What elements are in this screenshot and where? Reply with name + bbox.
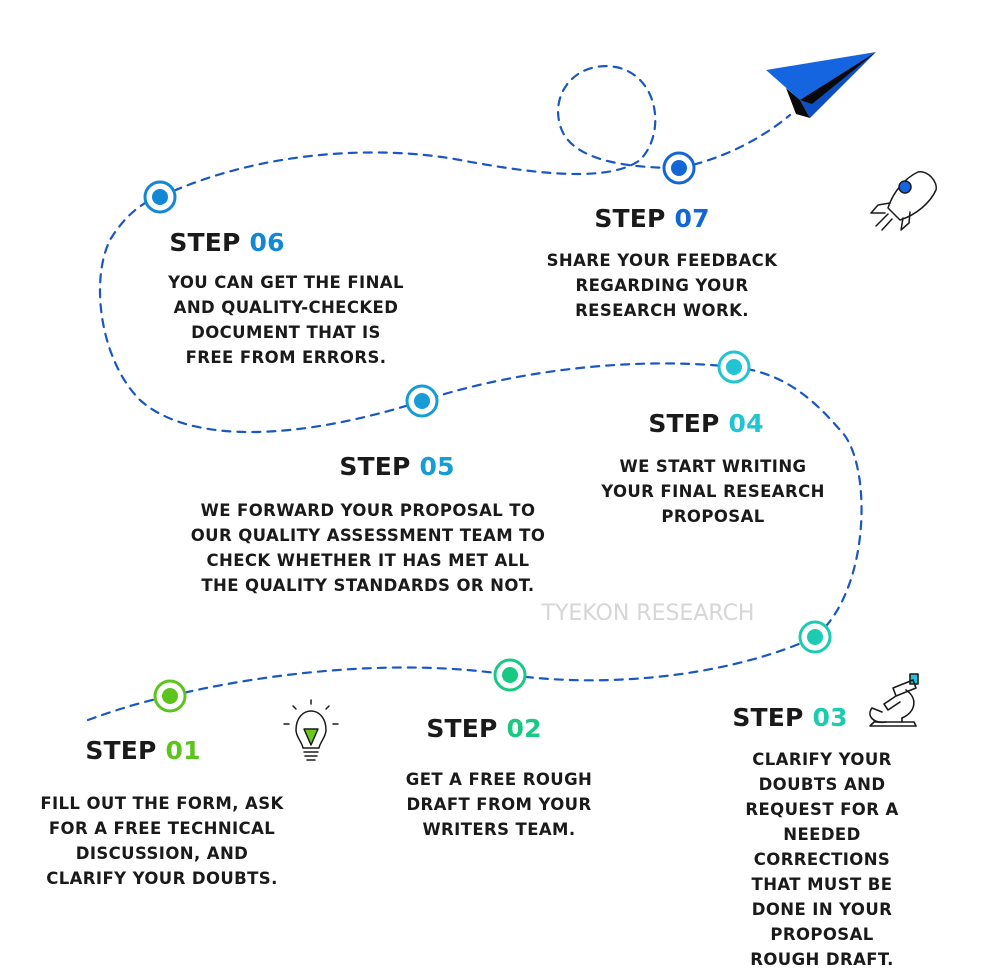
step-03-word: STEP (732, 703, 804, 732)
step-03-number: 03 (812, 703, 848, 732)
step-07-word: STEP (594, 204, 666, 233)
step-01-description: FILL OUT THE FORM, ASK FOR A FREE TECHNI… (40, 794, 284, 888)
step-05-number: 05 (419, 452, 455, 481)
step-04-marker (717, 350, 751, 384)
step-04-word: STEP (648, 409, 720, 438)
step-06-word: STEP (169, 228, 241, 257)
step-03-description: CLARIFY YOUR DOUBTS AND REQUEST FOR A NE… (745, 750, 899, 969)
dashed-path-03-04 (732, 365, 863, 639)
step-06-title: STEP 06 (169, 228, 284, 257)
step-02-number: 02 (506, 714, 542, 743)
step-05-word: STEP (339, 452, 411, 481)
dashed-path-05-06 (98, 195, 424, 434)
step-02-title: STEP 02 (426, 714, 541, 743)
step-04-title: STEP 04 (648, 409, 763, 438)
step-03-title: STEP 03 (732, 703, 847, 732)
dashed-path-02-03 (508, 635, 817, 682)
step-04-number: 04 (728, 409, 764, 438)
step-02-word: STEP (426, 714, 498, 743)
step-02-description: GET A FREE ROUGH DRAFT FROM YOUR WRITERS… (405, 770, 593, 839)
step-05-marker (405, 384, 439, 418)
step-05-title: STEP 05 (339, 452, 454, 481)
rocket-icon (870, 171, 937, 231)
step-01-word: STEP (85, 736, 157, 765)
step-07-title: STEP 07 (594, 204, 709, 233)
step-01-title: STEP 01 (85, 736, 200, 765)
step-05-description: WE FORWARD YOUR PROPOSAL TO OUR QUALITY … (190, 501, 546, 595)
dashed-path-01-02 (168, 666, 512, 698)
step-07-marker (662, 151, 696, 185)
paper-plane-icon (766, 52, 876, 118)
step-07-number: 07 (674, 204, 710, 233)
step-03-marker (798, 620, 832, 654)
lightbulb-icon (283, 699, 339, 761)
dashed-path-to-plane (677, 113, 792, 170)
journey-path (86, 52, 937, 761)
step-06-marker (143, 180, 177, 214)
step-07-description: SHARE YOUR FEEDBACK REGARDING YOUR RESEA… (546, 251, 778, 320)
dashed-path-06-07 (158, 65, 681, 199)
microscope-icon (869, 673, 919, 727)
step-04-description: WE START WRITING YOUR FINAL RESEARCH PRO… (601, 457, 825, 526)
dashed-path-04-05 (420, 362, 736, 403)
step-02-marker (493, 658, 527, 692)
step-06-description: YOU CAN GET THE FINAL AND QUALITY-CHECKE… (168, 273, 404, 367)
step-06-number: 06 (249, 228, 285, 257)
watermark: TYEKON RESEARCH (541, 601, 755, 626)
step-01-marker (153, 679, 187, 713)
step-01-number: 01 (165, 736, 201, 765)
